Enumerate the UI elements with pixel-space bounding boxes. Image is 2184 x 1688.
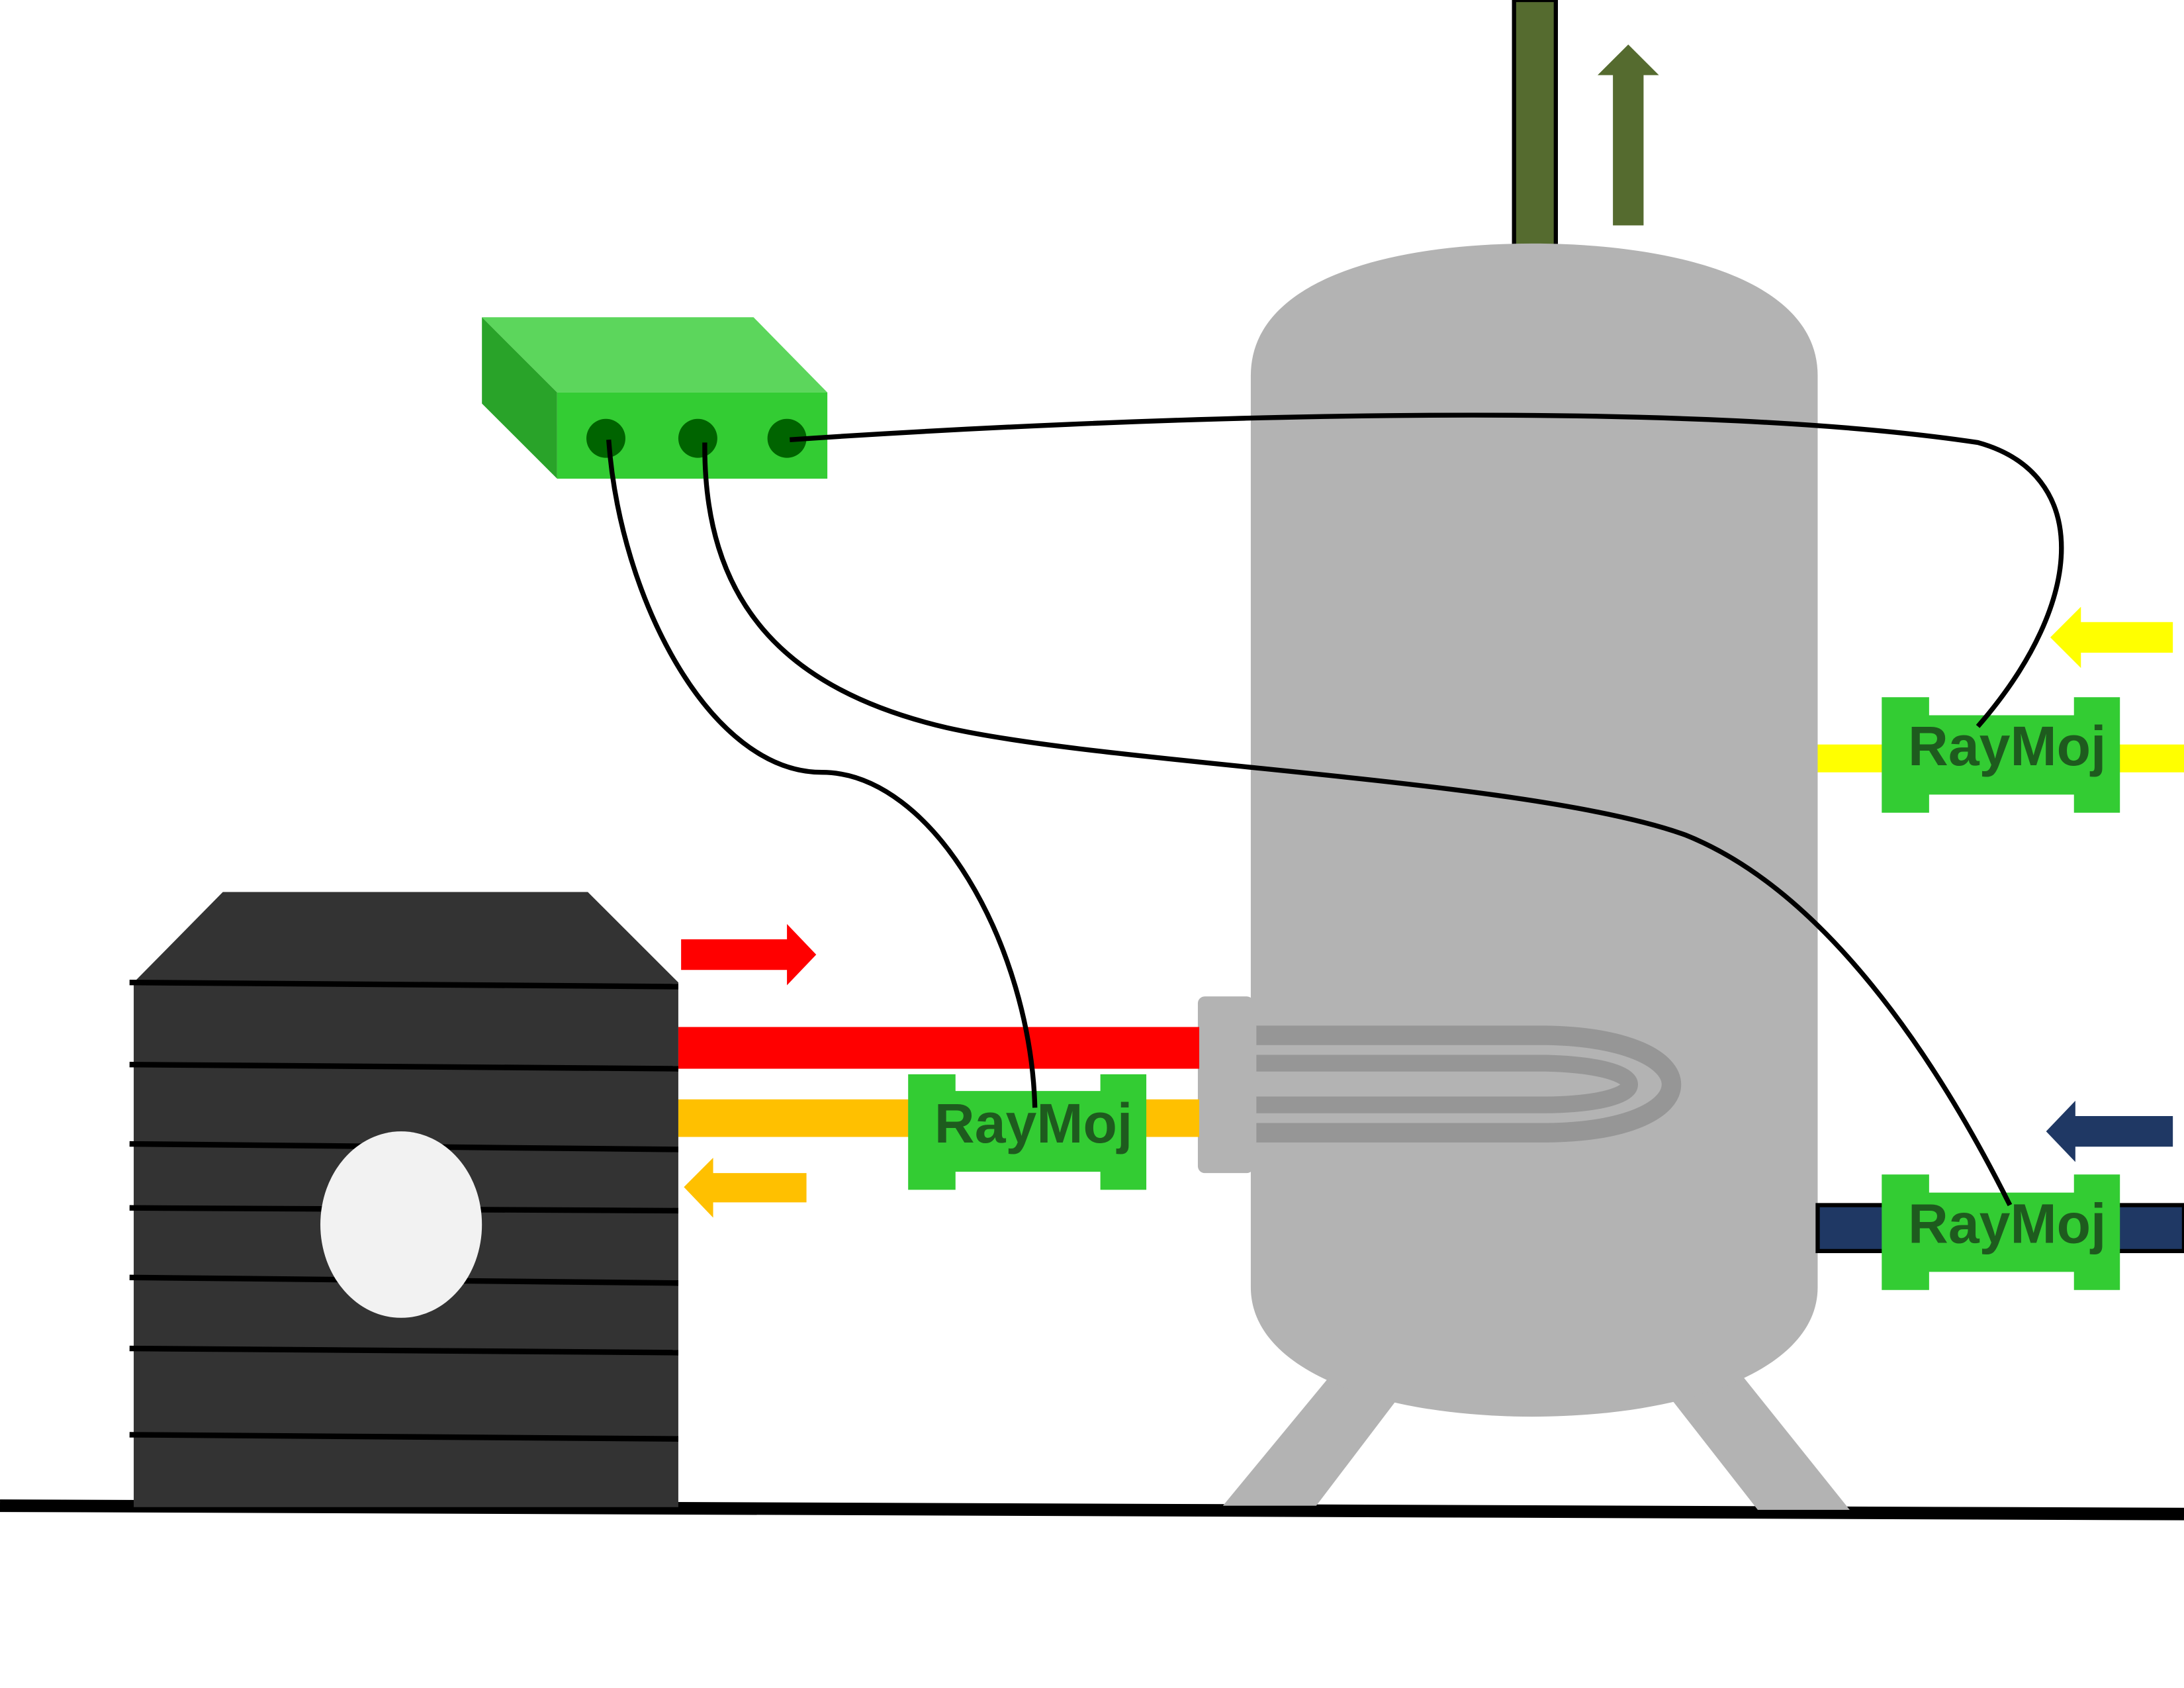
- tank-leg-left: [1222, 1370, 1400, 1506]
- wire-to-refrigerant-sensor: [606, 440, 1038, 1108]
- controller-side: [482, 317, 557, 479]
- heat-exchanger-coil-inner: [1256, 1055, 1638, 1113]
- hot-refrigerant-line: [678, 1027, 1200, 1069]
- controller-port-3: [767, 418, 807, 458]
- arrow-left-icon: [684, 1158, 807, 1218]
- arrow-left-icon: [2046, 1100, 2173, 1162]
- heat-exchanger-flange: [1197, 996, 1254, 1174]
- sensor-label: RayMoj: [1908, 715, 2106, 777]
- wire-to-inlet-sensor: [702, 442, 2013, 1207]
- vent-pipe: [1512, 0, 1558, 253]
- sensor-hot-water-outlet: RayMoj: [1882, 697, 2120, 813]
- tank-leg-right: [1668, 1370, 1850, 1510]
- heat-exchanger-coil: [1256, 1025, 1682, 1143]
- controller-top: [482, 317, 828, 393]
- arrow-up-icon: [1597, 44, 1659, 226]
- signal-wires: [606, 412, 2064, 1207]
- arrow-right-icon: [681, 923, 817, 986]
- outdoor-unit-fan: [320, 1131, 482, 1318]
- wire-to-outlet-sensor: [790, 412, 2064, 728]
- controller-port-1: [586, 418, 625, 458]
- arrow-left-icon: [2050, 606, 2173, 669]
- sensor-refrigerant-line: RayMoj: [908, 1074, 1147, 1190]
- controller-port-2: [678, 418, 717, 458]
- sensor-cold-water-inlet: RayMoj: [1882, 1174, 2120, 1290]
